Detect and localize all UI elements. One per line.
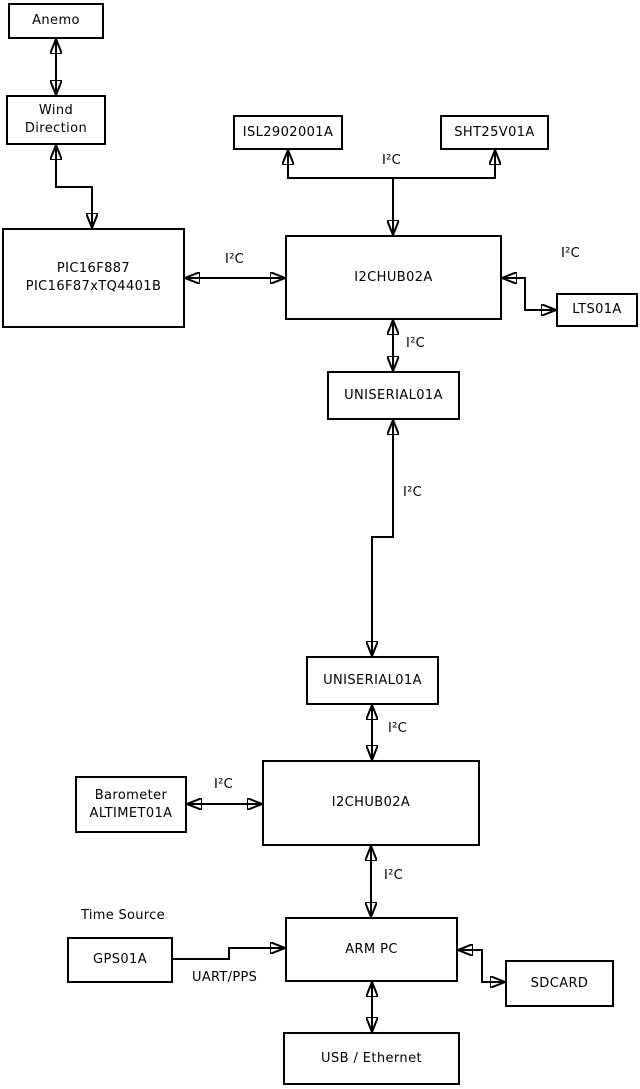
edge-i2c-bus-isl-sht: [288, 150, 495, 179]
node-anemo: Anemo: [8, 3, 104, 39]
node-barometer-altimet01a: Barometer ALTIMET01A: [75, 776, 187, 833]
node-pic16f887: PIC16F887 PIC16F87xTQ4401B: [2, 228, 185, 328]
edge-label-i2c-uniserial2-hub2: I²C: [388, 721, 408, 736]
edge-label-i2c-sensor-bus: I²C: [382, 153, 402, 168]
edge-label-i2c-uniserial1-uniserial2: I²C: [403, 485, 423, 500]
node-sht25v01a: SHT25V01A: [440, 115, 549, 150]
edge-label-i2c-barometer-hub2: I²C: [214, 777, 234, 792]
edge-arm-pc-sdcard: [458, 950, 505, 982]
edge-label-i2c-pic-hub1: I²C: [225, 252, 245, 267]
annotation-time-source: Time Source: [81, 908, 165, 923]
node-uniserial01a-1: UNISERIAL01A: [327, 371, 460, 420]
edge-label-uart-pps: UART/PPS: [192, 970, 258, 985]
node-uniserial01a-2: UNISERIAL01A: [306, 656, 439, 705]
edge-i2chub02a-1-lts01a: [502, 278, 556, 310]
node-wind-direction: Wind Direction: [6, 95, 106, 145]
edge-gps01a-arm-pc: [173, 948, 285, 960]
node-i2chub02a-1: I2CHUB02A: [285, 235, 502, 320]
node-gps01a: GPS01A: [67, 937, 173, 983]
edge-label-i2c-hub1-uniserial1: I²C: [406, 336, 426, 351]
node-isl2902001a: ISL2902001A: [233, 115, 343, 150]
edge-uniserial01a-1-uniserial01a-2: [372, 420, 393, 656]
edge-wind-direction-pic16f887: [56, 145, 92, 228]
node-i2chub02a-2: I2CHUB02A: [262, 760, 480, 846]
edge-label-i2c-hub2-armpc: I²C: [384, 868, 404, 883]
node-usb-ethernet: USB / Ethernet: [283, 1032, 460, 1085]
node-sdcard: SDCARD: [505, 960, 614, 1007]
edge-label-i2c-hub1-lts: I²C: [561, 246, 581, 261]
node-arm-pc: ARM PC: [285, 917, 458, 982]
node-lts01a: LTS01A: [556, 293, 638, 327]
